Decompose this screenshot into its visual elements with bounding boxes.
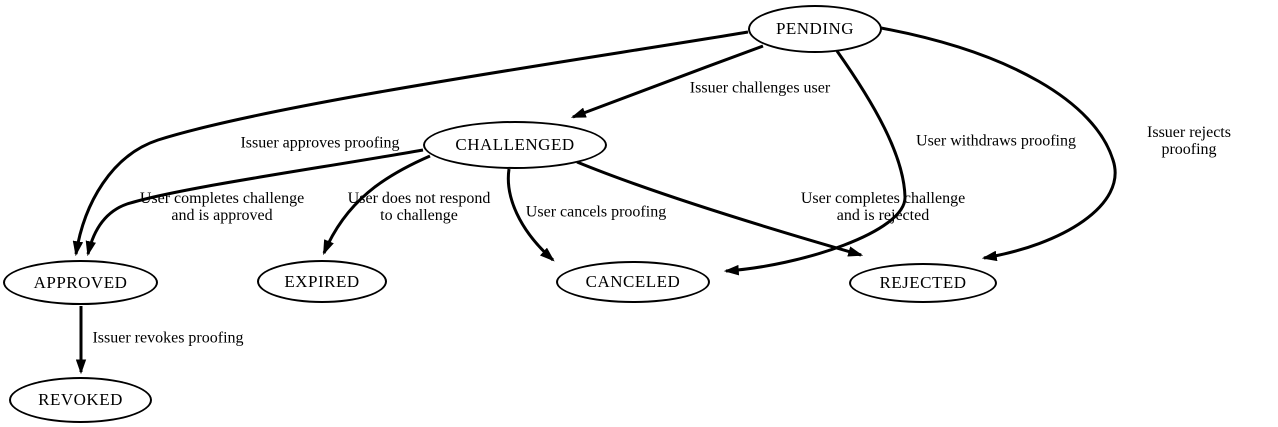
edge-pending-rejected — [880, 26, 1117, 262]
state-node-approved: APPROVED — [3, 260, 158, 305]
edge-label-pending-approved: Issuer approves proofing — [240, 134, 400, 152]
edge-label-challenged-expired: User does not respond to challenge — [347, 190, 491, 224]
state-node-challenged: CHALLENGED — [423, 121, 607, 169]
edge-challenged-rejected — [576, 160, 864, 257]
edge-label-approved-revoked: Issuer revokes proofing — [92, 329, 244, 347]
edge-pending-canceled — [723, 50, 907, 276]
edge-label-challenged-canceled: User cancels proofing — [525, 203, 667, 221]
edge-challenged-approved — [85, 148, 424, 257]
edge-label-pending-challenged: Issuer challenges user — [689, 79, 831, 97]
edge-label-challenged-rejected: User completes challenge and is rejected — [800, 190, 966, 224]
edge-label-challenged-approved: User completes challenge and is approved — [139, 190, 305, 224]
edge-challenged-expired — [322, 154, 431, 256]
state-node-revoked: REVOKED — [9, 377, 152, 423]
edge-pending-challenged — [570, 44, 764, 119]
edge-challenged-canceled — [506, 168, 555, 262]
edge-pending-approved — [72, 30, 749, 257]
edge-label-pending-canceled: User withdraws proofing — [916, 132, 1076, 150]
state-node-expired: EXPIRED — [257, 260, 387, 303]
edge-label-pending-rejected: Issuer rejects proofing — [1147, 124, 1231, 158]
state-node-pending: PENDING — [748, 5, 882, 53]
state-node-rejected: REJECTED — [849, 263, 997, 303]
state-node-canceled: CANCELED — [556, 261, 710, 303]
